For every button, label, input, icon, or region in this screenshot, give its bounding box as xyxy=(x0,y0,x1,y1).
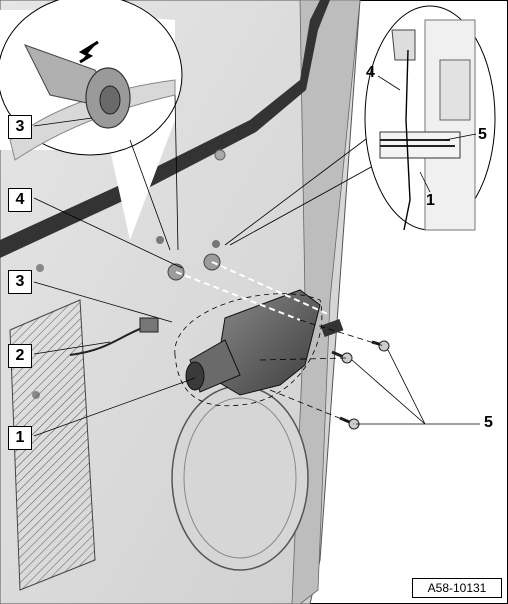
assembly-line xyxy=(299,319,385,347)
callout-3: 3 xyxy=(8,270,32,294)
callout-5-inset: 5 xyxy=(478,126,487,143)
figure-reference-code: A58-10131 xyxy=(412,578,502,598)
assembly-line xyxy=(175,271,301,321)
assembly-line xyxy=(269,389,355,425)
cable-connector xyxy=(139,317,159,333)
leader-line xyxy=(33,197,183,269)
door-rivet xyxy=(212,240,220,248)
callout-4-inset: 4 xyxy=(366,64,375,81)
leader-line xyxy=(33,377,196,437)
window-motor-end xyxy=(185,361,205,391)
callout-2: 2 xyxy=(8,344,32,368)
speaker-opening-inner xyxy=(183,397,297,559)
leader-line xyxy=(33,341,111,355)
motor-mount-tab xyxy=(320,318,344,338)
assembly-line xyxy=(259,357,348,361)
leader-line xyxy=(419,171,431,193)
window-seal-strip xyxy=(0,0,330,258)
leader-line xyxy=(444,133,477,141)
assembly-line xyxy=(211,261,331,316)
screw xyxy=(371,340,390,352)
leader-line xyxy=(33,281,173,323)
door-grille xyxy=(9,299,96,591)
leader-line xyxy=(33,117,93,127)
motor-outline-dashed xyxy=(174,293,323,407)
direction-arrow-icon xyxy=(78,40,99,64)
callout-3-inset: 3 xyxy=(8,115,32,139)
screw xyxy=(331,350,353,364)
door-rivet xyxy=(36,264,44,272)
detail-inset-left xyxy=(0,0,183,251)
detail-inset-right xyxy=(224,5,496,246)
callout-4: 4 xyxy=(8,188,32,212)
door-rivet xyxy=(214,149,226,161)
callout-1: 1 xyxy=(8,426,32,450)
speaker-opening xyxy=(171,385,309,571)
callout-5: 5 xyxy=(484,414,493,431)
leader-line xyxy=(351,349,480,425)
door-rivet xyxy=(156,236,164,244)
callout-1-inset: 1 xyxy=(426,192,435,209)
leader-line xyxy=(377,75,401,91)
